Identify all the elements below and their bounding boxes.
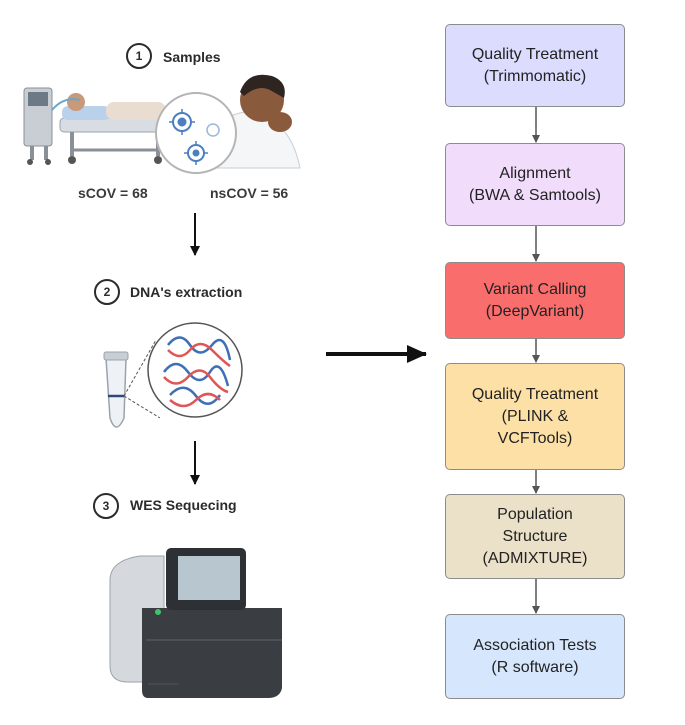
pipeline-step-association-tests: Association Tests (R software) [445, 614, 625, 699]
step-3-label: WES Sequecing [130, 497, 237, 513]
step-3-badge: 3 [93, 493, 119, 519]
sequencer-icon [109, 548, 282, 698]
pipeline-step-quality-plink: Quality Treatment (PLINK & VCFTools) [445, 363, 625, 470]
pipeline-step-population-structure: Population Structure (ADMIXTURE) [445, 494, 625, 579]
hospital-bed-icon [23, 87, 171, 165]
scov-count: sCOV = 68 [78, 185, 148, 201]
virus-icon [155, 92, 237, 174]
pipeline-step-quality-trimmomatic: Quality Treatment (Trimmomatic) [445, 24, 625, 107]
step-1-badge: 1 [126, 43, 152, 69]
nscov-count: nsCOV = 56 [210, 185, 289, 201]
pipeline-step-variant-calling: Variant Calling (DeepVariant) [445, 262, 625, 339]
dna-helix-icon [147, 322, 243, 418]
pipeline-step-alignment: Alignment (BWA & Samtools) [445, 143, 625, 226]
step-2-badge: 2 [94, 279, 120, 305]
step-1-label: Samples [163, 49, 221, 65]
step-2-label: DNA's extraction [130, 284, 243, 300]
dna-tube-icon [103, 339, 161, 428]
